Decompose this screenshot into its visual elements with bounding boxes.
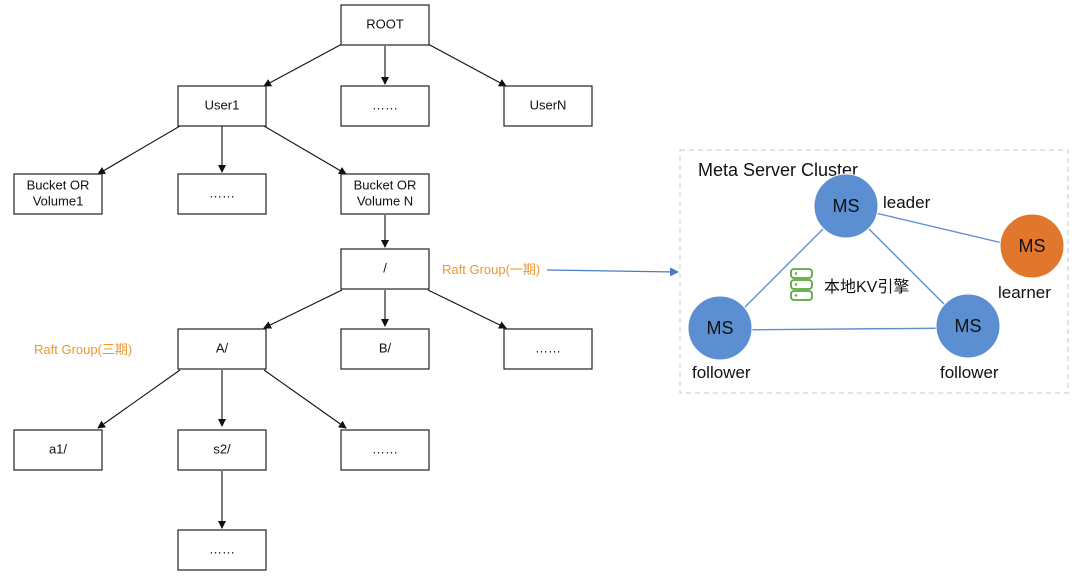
node-dirs-ellipsis: …… bbox=[503, 328, 593, 370]
ms-node-leader-label: MS bbox=[833, 196, 860, 216]
edge-a-mid bbox=[263, 369, 347, 429]
node-slash: / bbox=[340, 248, 430, 290]
database-icon bbox=[790, 268, 813, 301]
edge-a-a1 bbox=[97, 369, 181, 429]
edge-slash-mid bbox=[427, 289, 507, 329]
raft-group-phase1-label: Raft Group(一期) bbox=[442, 262, 540, 277]
node-bucket-volumen-line2: Volume N bbox=[357, 193, 413, 208]
node-bucket-volume1-line1: Bucket OR bbox=[27, 177, 90, 192]
node-b-label: B/ bbox=[379, 340, 392, 355]
node-root: ROOT bbox=[340, 4, 430, 46]
node-leaf-ellipsis-label: …… bbox=[209, 541, 235, 556]
tree-edges bbox=[97, 43, 507, 529]
node-leaf-ellipsis: …… bbox=[177, 529, 267, 571]
node-bucket-volume1: Bucket OR Volume1 bbox=[13, 173, 103, 215]
node-users-ellipsis-label: …… bbox=[372, 97, 398, 112]
node-b: B/ bbox=[340, 328, 430, 370]
edge-user1-bucketn bbox=[263, 125, 347, 175]
node-slash-label: / bbox=[383, 260, 387, 275]
raft-group-phase3-label: Raft Group(三期) bbox=[34, 342, 132, 357]
node-a: A/ bbox=[177, 328, 267, 370]
node-a1: a1/ bbox=[13, 429, 103, 471]
storage-engine-label: 本地KV引擎 bbox=[824, 278, 909, 296]
node-a-label: A/ bbox=[216, 340, 229, 355]
node-s2: s2/ bbox=[177, 429, 267, 471]
node-subdirs-ellipsis: …… bbox=[340, 429, 430, 471]
cluster-frame bbox=[679, 149, 1069, 394]
edge-slash-a bbox=[263, 289, 343, 329]
raft-to-cluster-arrow bbox=[546, 267, 679, 277]
node-dirs-ellipsis-label: …… bbox=[535, 340, 561, 355]
node-user1-label: User1 bbox=[205, 97, 240, 112]
node-bucket-volumen: Bucket OR Volume N bbox=[340, 173, 430, 215]
role-follower-right: follower bbox=[940, 363, 999, 382]
link-follower-follower bbox=[721, 327, 969, 331]
node-a1-label: a1/ bbox=[49, 441, 67, 456]
ms-node-learner: MS bbox=[999, 213, 1065, 279]
cluster-title: Meta Server Cluster bbox=[698, 160, 858, 180]
ms-node-follower-left-label: MS bbox=[707, 318, 734, 338]
role-follower-left: follower bbox=[692, 363, 751, 382]
edge-user1-bucket1 bbox=[97, 125, 181, 175]
node-bucket-volumen-line1: Bucket OR bbox=[354, 177, 417, 192]
node-bucket-volume1-line2: Volume1 bbox=[33, 193, 84, 208]
node-s2-label: s2/ bbox=[213, 441, 231, 456]
node-buckets-ellipsis: …… bbox=[177, 173, 267, 215]
ms-node-follower-right: MS bbox=[935, 293, 1001, 359]
node-buckets-ellipsis-label: …… bbox=[209, 185, 235, 200]
ms-node-follower-left: MS bbox=[687, 295, 753, 361]
role-leader: leader bbox=[883, 193, 931, 212]
role-learner: learner bbox=[998, 283, 1051, 302]
ms-node-learner-label: MS bbox=[1019, 236, 1046, 256]
edge-root-user1 bbox=[263, 43, 343, 87]
meta-server-cluster: Meta Server Cluster 本地KV引擎 MS leader MS … bbox=[679, 149, 1069, 394]
node-root-label: ROOT bbox=[366, 16, 404, 31]
ms-node-leader: MS bbox=[813, 173, 879, 239]
node-user1: User1 bbox=[177, 85, 267, 127]
ms-node-follower-right-label: MS bbox=[955, 316, 982, 336]
node-users-ellipsis: …… bbox=[340, 85, 430, 127]
edge-root-usern bbox=[427, 43, 507, 87]
node-usern-label: UserN bbox=[530, 97, 567, 112]
node-subdirs-ellipsis-label: …… bbox=[372, 441, 398, 456]
node-usern: UserN bbox=[503, 85, 593, 127]
